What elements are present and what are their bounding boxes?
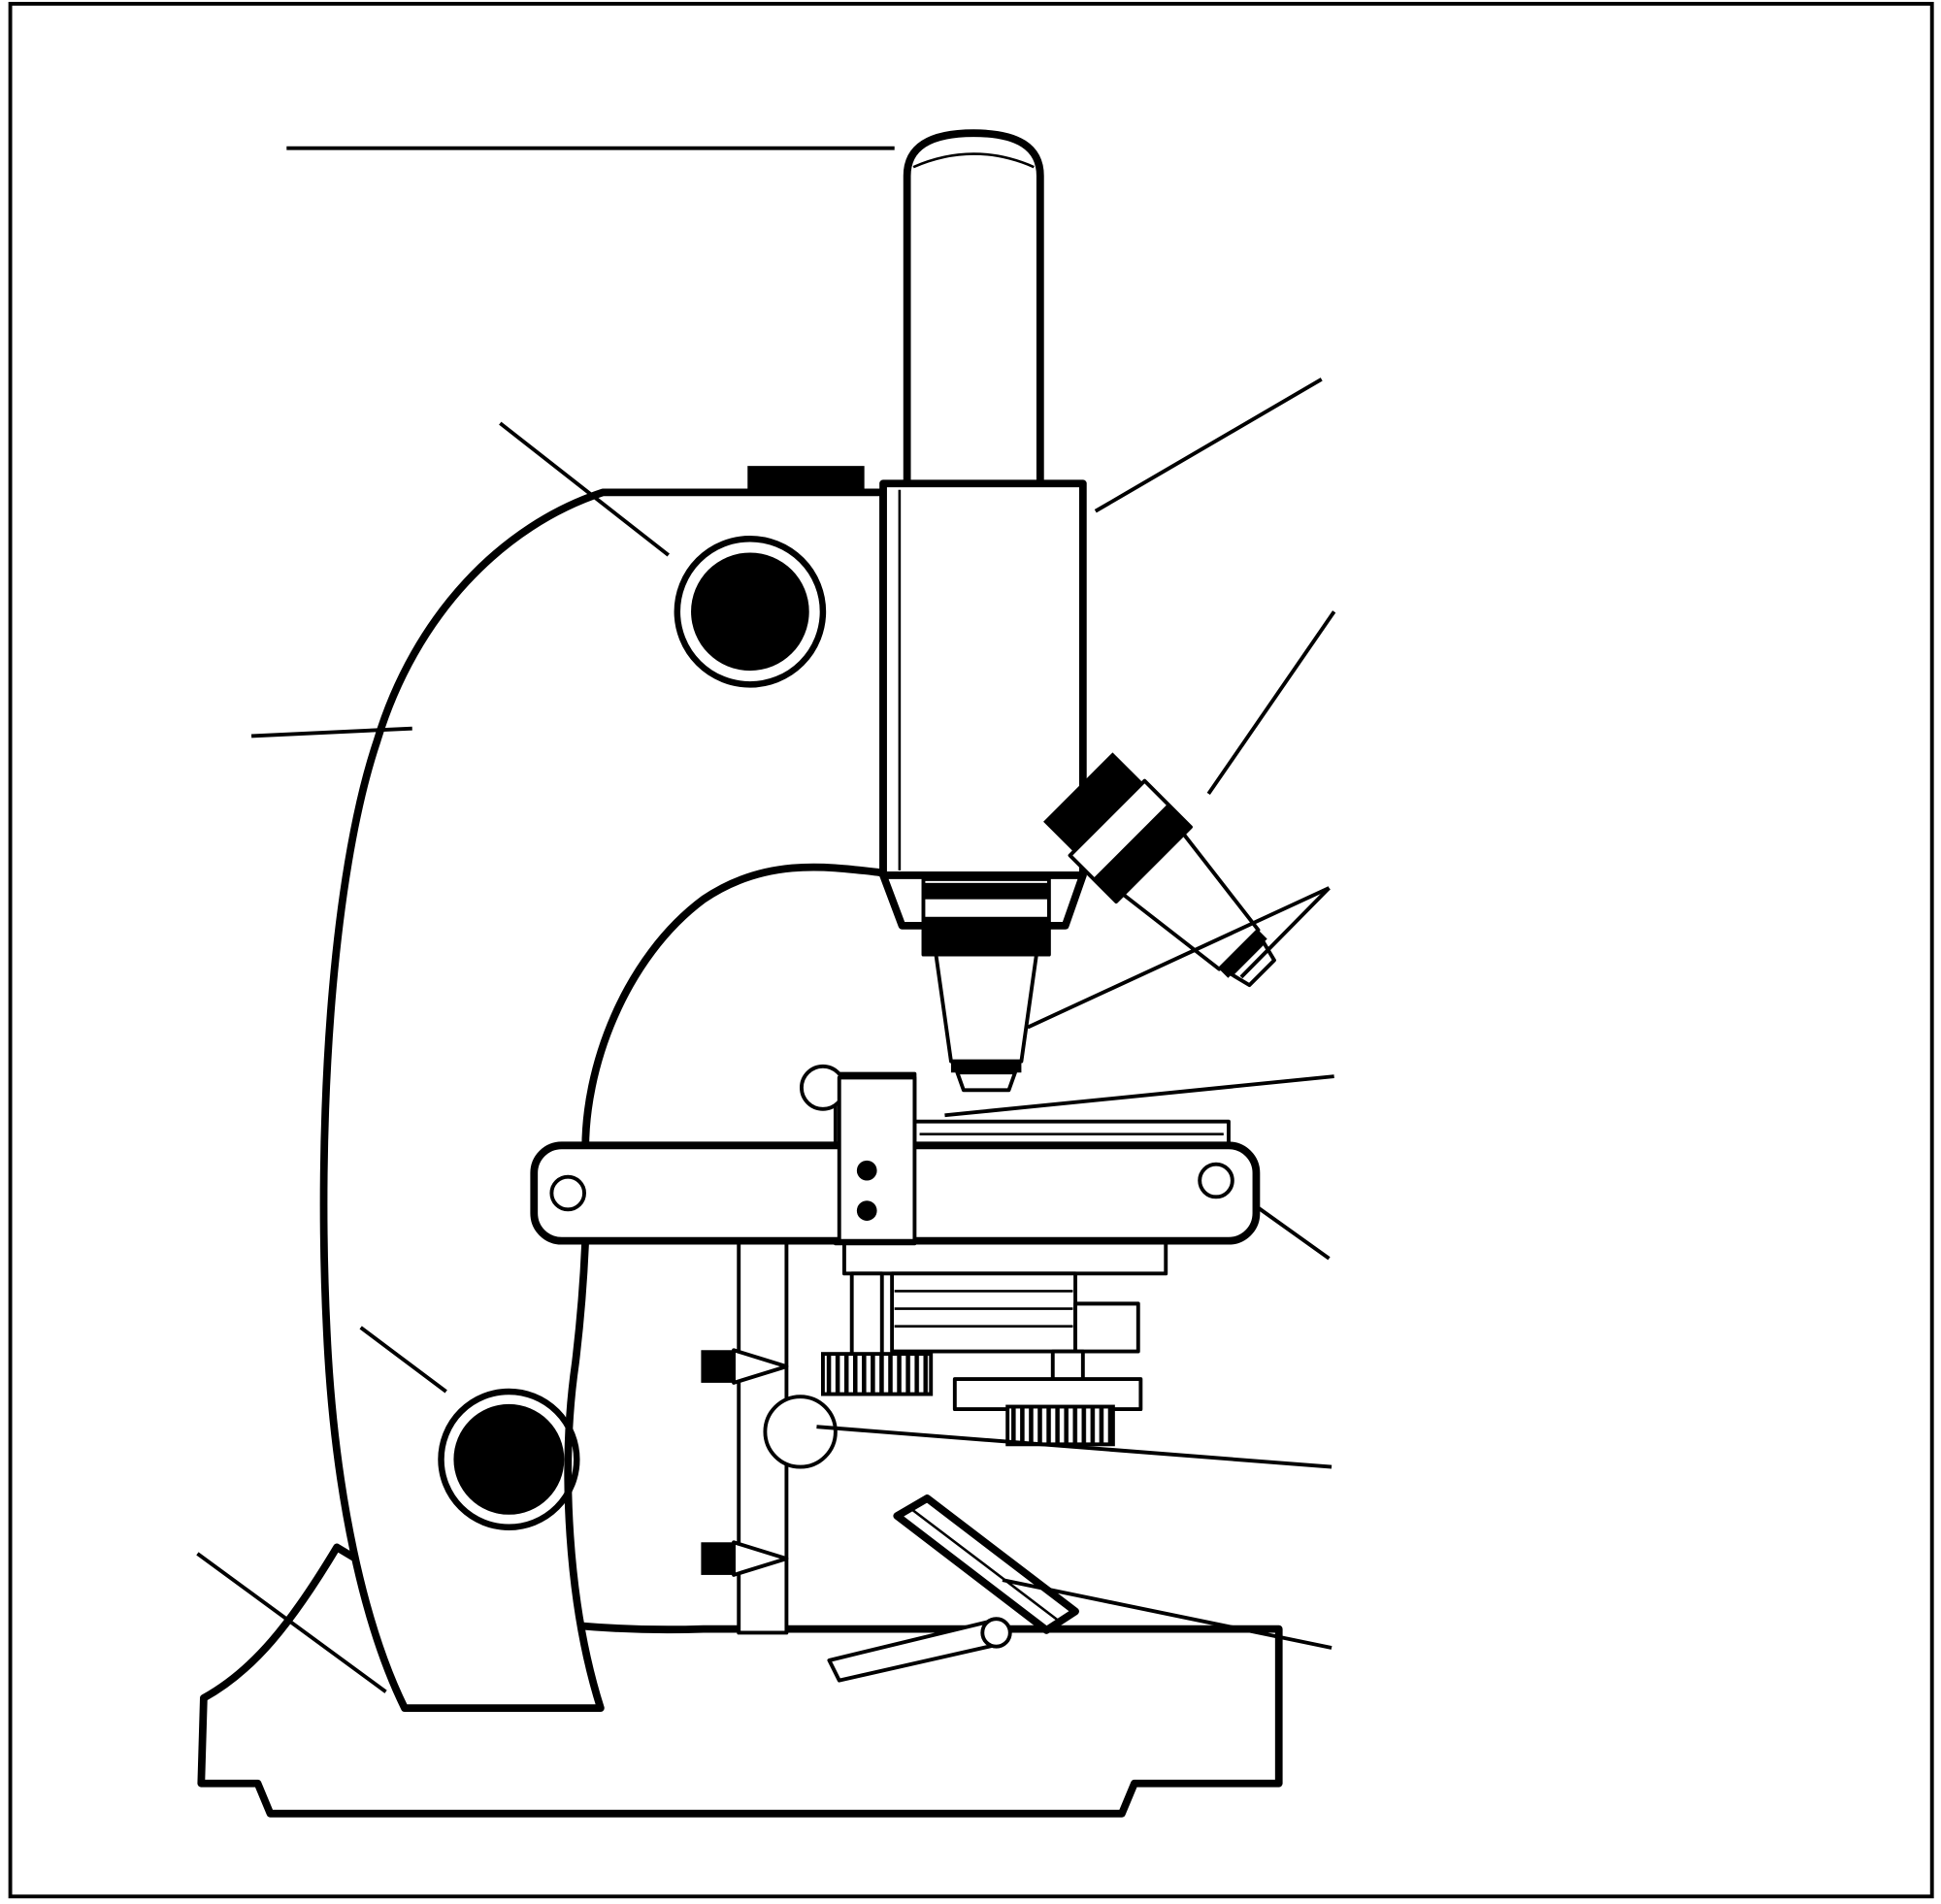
stage-screw-left bbox=[549, 1174, 586, 1212]
eyepiece bbox=[903, 129, 1044, 494]
fine-adjustment-knob[interactable] bbox=[438, 1388, 580, 1530]
bracket-screw-2 bbox=[856, 1200, 877, 1221]
leader-arm bbox=[250, 726, 412, 739]
mirror-group bbox=[827, 1494, 1079, 1683]
leader-coarse-knob bbox=[499, 421, 670, 557]
bracket-screw-1 bbox=[856, 1160, 877, 1181]
stage-group bbox=[530, 1064, 1261, 1246]
mirror-hinge bbox=[980, 1617, 1012, 1649]
leader-body-tube bbox=[1094, 378, 1323, 513]
diaphragm-lever[interactable] bbox=[763, 1395, 838, 1469]
condenser bbox=[890, 1271, 1078, 1354]
condenser-arm bbox=[1073, 1301, 1140, 1354]
condenser-adjust-wheel[interactable] bbox=[820, 1352, 934, 1396]
leader-lines bbox=[196, 146, 1336, 1693]
leader-fine-knob bbox=[359, 1326, 447, 1394]
stage-screw-right bbox=[1198, 1162, 1234, 1199]
leader-diaphragm bbox=[816, 1425, 1332, 1469]
objective-vertical[interactable] bbox=[921, 876, 1051, 1093]
substage-assembly bbox=[763, 1238, 1168, 1469]
diaphragm-adjust-wheel[interactable] bbox=[1005, 1404, 1115, 1447]
leader-mirror bbox=[1002, 1578, 1332, 1650]
leader-stage bbox=[1257, 1206, 1331, 1261]
arm-top-notch bbox=[747, 466, 865, 492]
post-clamps bbox=[701, 1348, 789, 1577]
leader-slide bbox=[944, 1074, 1334, 1118]
leader-nosepiece bbox=[1206, 610, 1336, 796]
diaphragm-bracket bbox=[952, 1377, 1143, 1412]
substage-plate bbox=[841, 1238, 1168, 1276]
leader-objective-b bbox=[1027, 886, 1331, 1030]
substage-rod-left bbox=[849, 1271, 884, 1359]
leader-objective-a bbox=[1239, 886, 1331, 979]
leader-base bbox=[196, 1552, 387, 1693]
stage-bracket-front bbox=[837, 1075, 917, 1243]
coarse-adjustment-knob[interactable] bbox=[674, 535, 827, 688]
arm bbox=[319, 488, 887, 1712]
